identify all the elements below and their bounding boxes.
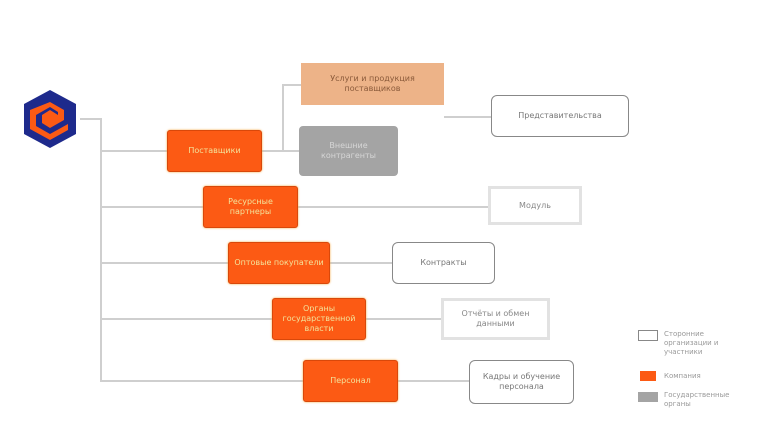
node-staff[interactable]: Персонал	[303, 360, 398, 402]
node-suppliers[interactable]: Поставщики	[167, 130, 262, 172]
node-clients[interactable]: Оптовые покупатели	[228, 242, 330, 284]
legend-label-company: Компания	[664, 372, 701, 380]
legend-swatch-gray	[638, 392, 658, 402]
legend-label-external: Сторонние организации и участники	[664, 330, 719, 356]
node-representatives[interactable]: Представительства	[491, 95, 629, 137]
node-supplier-products[interactable]: Услуги и продукция поставщиков	[301, 63, 444, 105]
node-partners[interactable]: Ресурсные партнеры	[203, 186, 298, 228]
node-hr[interactable]: Кадры и обучение персонала	[469, 360, 574, 404]
node-module[interactable]: Модуль	[488, 186, 582, 225]
legend-label-state: Государственные органы	[664, 391, 730, 408]
legend-swatch-orange	[640, 371, 656, 381]
node-reports[interactable]: Отчёты и обмен данными	[441, 298, 550, 340]
company-logo	[20, 88, 80, 150]
node-external-contractors[interactable]: Внешние контрагенты	[299, 126, 398, 176]
node-state[interactable]: Органы государственной власти	[272, 298, 366, 340]
legend-swatch-outline	[638, 330, 658, 341]
node-contracts[interactable]: Контракты	[392, 242, 495, 284]
